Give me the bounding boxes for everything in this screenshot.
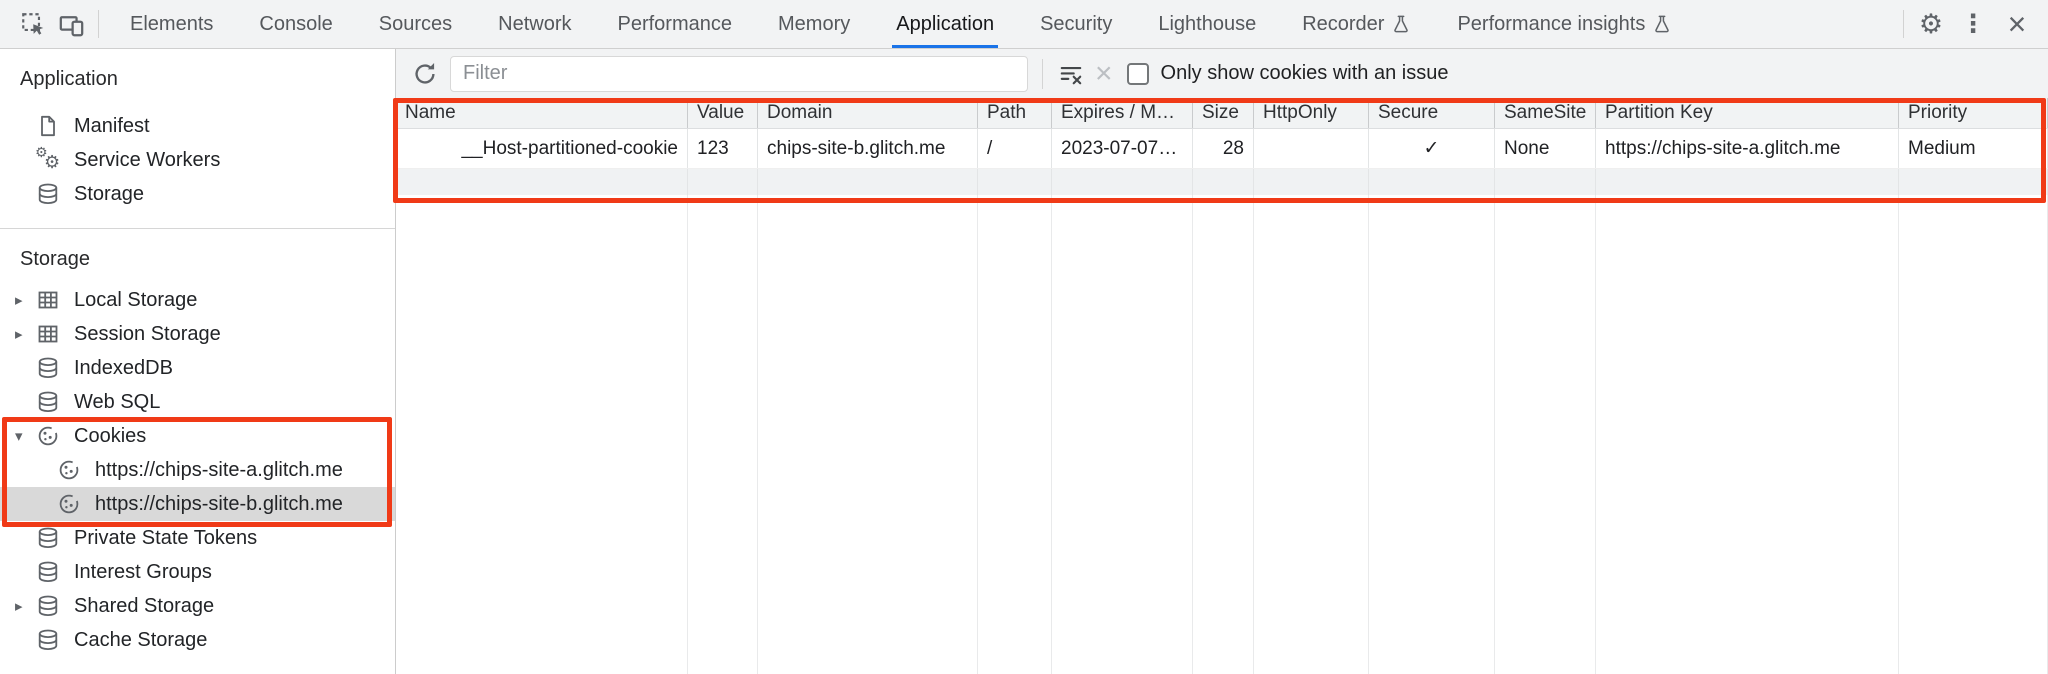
tab-recorder[interactable]: Recorder <box>1279 0 1434 48</box>
cookies-toolbar: × Only show cookies with an issue <box>396 49 2048 98</box>
document-icon <box>36 114 60 138</box>
column-header-partition-key[interactable]: Partition Key <box>1596 98 1899 128</box>
sidebar-item-service-workers[interactable]: ⚙⚙ Service Workers <box>35 144 221 172</box>
database-icon <box>36 628 60 652</box>
toolbar-divider <box>1042 58 1043 89</box>
cell-priority[interactable]: Medium <box>1899 129 2048 168</box>
cookies-pane: × Only show cookies with an issue Name V… <box>393 49 2048 674</box>
tab-sources[interactable]: Sources <box>378 12 453 35</box>
sidebar-item-cookies-chips-site-b[interactable]: https://chips-site-b.glitch.me <box>0 487 395 521</box>
table-grid-icon <box>36 322 60 346</box>
panel-tabs: Elements Console Sources Network Perform… <box>107 0 1695 48</box>
cookie-table-empty-stripe <box>396 169 2048 195</box>
column-header-value[interactable]: Value <box>688 98 758 128</box>
database-icon <box>36 526 60 550</box>
inspect-element-icon[interactable] <box>14 0 52 48</box>
database-icon <box>36 356 60 380</box>
column-header-samesite[interactable]: SameSite <box>1495 98 1596 128</box>
database-icon <box>36 390 60 414</box>
sidebar-item-interest-groups[interactable]: Interest Groups <box>0 555 395 589</box>
cookie-table-filler <box>396 195 2048 674</box>
tab-lighthouse[interactable]: Lighthouse <box>1158 12 1257 35</box>
sidebar-item-storage[interactable]: Storage <box>0 177 395 211</box>
cell-size[interactable]: 28 <box>1193 129 1254 168</box>
sidebar-section-application: Application <box>20 68 118 90</box>
column-header-secure[interactable]: Secure <box>1369 98 1495 128</box>
cookie-icon <box>57 458 81 482</box>
tabbar-right-tools: ⚙ ⋮ × <box>1895 0 2048 48</box>
cookie-table: Name Value Domain Path Expires / M… Size… <box>396 98 2048 674</box>
sidebar-item-cookies-chips-site-a[interactable]: https://chips-site-a.glitch.me <box>0 453 395 487</box>
column-header-path[interactable]: Path <box>978 98 1052 128</box>
refresh-icon[interactable] <box>408 57 442 91</box>
chevron-right-icon[interactable]: ▸ <box>15 326 23 343</box>
chevron-down-icon[interactable]: ▾ <box>15 428 23 445</box>
cookie-table-header: Name Value Domain Path Expires / M… Size… <box>396 98 2048 129</box>
cell-value[interactable]: 123 <box>688 129 758 168</box>
sidebar-item-private-state-tokens[interactable]: Private State Tokens <box>0 521 395 555</box>
database-icon <box>36 182 60 206</box>
tab-security[interactable]: Security <box>1040 12 1113 35</box>
device-toolbar-icon[interactable] <box>52 0 90 48</box>
database-icon <box>36 594 60 618</box>
cell-name[interactable]: __Host-partitioned-cookie <box>396 129 688 168</box>
clear-filter-icon[interactable] <box>1057 60 1085 88</box>
sidebar-item-local-storage[interactable]: ▸ Local Storage <box>0 283 395 317</box>
sidebar-item-indexeddb[interactable]: IndexedDB <box>0 351 395 385</box>
more-options-icon[interactable]: ⋮ <box>1960 9 1986 38</box>
cookie-icon <box>36 424 60 448</box>
cell-expires[interactable]: 2023-07-07… <box>1052 129 1193 168</box>
chevron-right-icon[interactable]: ▸ <box>15 598 23 615</box>
delete-selected-icon[interactable]: × <box>1095 56 1113 90</box>
experiment-flask-icon <box>1391 14 1411 34</box>
sidebar-item-web-sql[interactable]: Web SQL <box>0 385 395 419</box>
settings-gear-icon[interactable]: ⚙ <box>1918 8 1944 39</box>
tab-memory[interactable]: Memory <box>778 12 851 35</box>
tab-application[interactable]: Application <box>873 0 1017 48</box>
column-header-domain[interactable]: Domain <box>758 98 978 128</box>
service-workers-gears-icon: ⚙⚙ <box>35 144 61 172</box>
cell-secure-checkmark[interactable]: ✓ <box>1369 129 1495 168</box>
cell-partition-key[interactable]: https://chips-site-a.glitch.me <box>1596 129 1899 168</box>
application-panel: Application Manifest ⚙⚙ Service Workers … <box>0 49 2048 674</box>
only-issue-checkbox[interactable] <box>1126 62 1149 85</box>
sidebar-item-session-storage[interactable]: ▸ Session Storage <box>0 317 395 351</box>
table-grid-icon <box>36 288 60 312</box>
sidebar-item-shared-storage[interactable]: ▸ Shared Storage <box>0 589 395 623</box>
column-header-httponly[interactable]: HttpOnly <box>1254 98 1369 128</box>
column-header-expires[interactable]: Expires / M… <box>1052 98 1193 128</box>
tab-elements[interactable]: Elements <box>130 12 214 35</box>
cell-samesite[interactable]: None <box>1495 129 1596 168</box>
experiment-flask-icon <box>1652 14 1672 34</box>
sidebar-item-cookies[interactable]: ▾ Cookies <box>0 419 395 453</box>
cookie-row-host-partitioned-cookie[interactable]: __Host-partitioned-cookie 123 chips-site… <box>396 129 2048 169</box>
cell-httponly[interactable] <box>1254 129 1369 168</box>
column-header-size[interactable]: Size <box>1193 98 1254 128</box>
close-devtools-icon[interactable]: × <box>2007 6 2027 42</box>
tab-console[interactable]: Console <box>259 12 333 35</box>
application-sidebar: Application Manifest ⚙⚙ Service Workers … <box>0 49 396 674</box>
only-issue-label[interactable]: Only show cookies with an issue <box>1160 62 1449 84</box>
database-icon <box>36 560 60 584</box>
toolbar-divider <box>1903 10 1904 38</box>
sidebar-item-manifest[interactable]: Manifest <box>0 109 395 143</box>
devtools-tabbar: Elements Console Sources Network Perform… <box>0 0 2048 49</box>
cell-domain[interactable]: chips-site-b.glitch.me <box>758 129 978 168</box>
column-header-name[interactable]: Name <box>396 98 688 128</box>
tabbar-left-tools <box>0 0 107 48</box>
cell-path[interactable]: / <box>978 129 1052 168</box>
tab-performance[interactable]: Performance <box>617 12 733 35</box>
sidebar-item-cache-storage[interactable]: Cache Storage <box>0 623 395 657</box>
toolbar-divider <box>98 10 99 38</box>
tab-performance-insights[interactable]: Performance insights <box>1434 0 1695 48</box>
filter-input[interactable] <box>450 55 1028 92</box>
column-header-priority[interactable]: Priority <box>1899 98 2048 128</box>
sidebar-section-storage: Storage <box>0 228 395 283</box>
tab-network[interactable]: Network <box>498 12 572 35</box>
cookie-icon <box>57 492 81 516</box>
chevron-right-icon[interactable]: ▸ <box>15 292 23 309</box>
